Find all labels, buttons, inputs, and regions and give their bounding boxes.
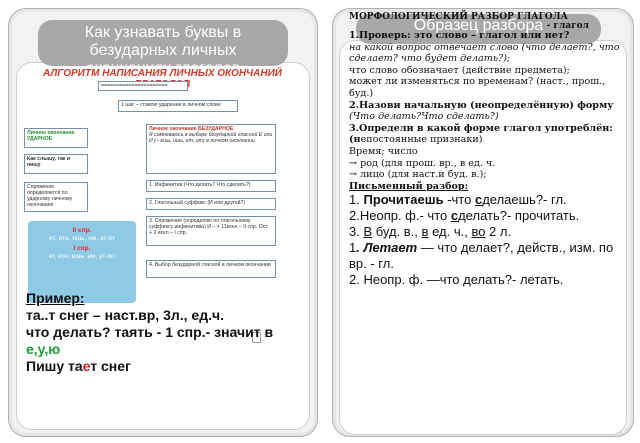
spr2-endings: ит, ите, ишь, им, ат-ят (49, 235, 115, 242)
morph-example-line1: 1. Прочитаешь -что сделаешь?- гл. (349, 192, 629, 208)
morph-e3-v1: В (363, 224, 373, 240)
morph-p2: на какой вопрос отвечает слово (что дела… (349, 41, 620, 65)
morph-e2-start: 2.Неопр. ф.- что (349, 208, 451, 224)
morph-p5: 2.Назови начальную (неопределённую) форм… (349, 99, 614, 111)
morph-e3-v3: во (471, 224, 486, 240)
example-line2-text: что делать? таять - 1 спр.- значит в (26, 324, 274, 340)
morph-e1-rest: делаешь?- гл. (482, 192, 567, 208)
morph-e1-word: Прочитаешь (363, 192, 444, 208)
diagram-step-conjugation: 3. Спряжение (определяю по глагольному с… (146, 216, 276, 246)
morph-example-line3: 3. В буд. в., в ед. ч., во 2 л. (349, 224, 629, 240)
spr2-title: II спр. (72, 227, 92, 234)
morph-p10: → лицо (для наст.и буд. в.); (349, 169, 487, 181)
morph-e3-t1: буд. в., (372, 224, 422, 240)
morph-written-heading: Письменный разбор: (349, 180, 469, 192)
morph-e3-v2: в (421, 224, 429, 240)
example-line3-start: Пишу та (26, 358, 83, 374)
morph-p6: (Что делать?Что сделать?) (349, 111, 499, 123)
left-title-banner: Как узнавать буквы в безударных личных о… (38, 20, 288, 66)
spr1-endings: ет, ете, ешь, ем, ут-ют (48, 253, 116, 260)
morph-example-line2: 2.Неопр. ф.- что сделать?- прочитать. (349, 208, 629, 224)
diagram-unstressed-box: Личное окончание БЕЗУДАРНОЕ Я сомневаюсь… (146, 124, 276, 174)
right-title-banner: Образец разбора (356, 14, 601, 44)
morph-example-line4: 1. Летает — что делает?, действ., изм. п… (349, 240, 629, 272)
example-line3-letter: е (82, 358, 91, 374)
morph-example-line5: 2. Неопр. ф. —что делать?- летать. (349, 272, 564, 288)
algorithm-diagram: АЛГОРИТМ НАПИСАНИЯ ЛИЧНЫХ ОКОНЧАНИЙ ГЛАГ… (20, 68, 305, 303)
morph-e1-q: -что (443, 192, 475, 208)
example-line2: что делать? таять - 1 спр.- значит в е,у… (26, 324, 311, 358)
text-cursor-icon: ⎕ (252, 330, 262, 347)
diagram-unstressed-body: Я сомневаюсь в выборе безударной гласной… (149, 132, 273, 144)
morph-e3-t2: ед. ч., (428, 224, 472, 240)
example-label: Пример: (26, 290, 85, 306)
morph-analysis-text: МОРФОЛОГИЧЕСКИЙ РАЗБОР ГЛАГОЛА - глагол … (349, 12, 629, 288)
morph-p3: что слово обозначает (действие предмета)… (349, 64, 570, 76)
morph-e4-num: 1 (349, 240, 357, 256)
example-line2-letters: е,у,ю (26, 341, 61, 357)
diagram-step-suffix: 2. Глагольный суффикс (И или другой?) (146, 198, 276, 210)
example-line3-end: т снег (90, 358, 131, 374)
morph-e4-rest: — что делает?, действ., изм. по вр. - гл… (349, 240, 614, 272)
morph-heading: МОРФОЛОГИЧЕСКИЙ РАЗБОР ГЛАГОЛА (349, 12, 568, 22)
diagram-step-choice: 4. Выбор безударной гласной в личном око… (146, 260, 276, 278)
diagram-top-box: ====================== (98, 81, 188, 91)
conjugation-endings-box: II спр. ит, ите, ишь, им, ат-ят I спр. е… (28, 221, 136, 303)
diagram-step1-box: 1 шаг – ставлю ударение в личном слове (118, 100, 238, 112)
morph-sub-heading: - глагол (546, 21, 589, 31)
diagram-hear-write-box: Как слышу, так и пишу (24, 154, 88, 174)
morph-p9: → род (для прош. вр., в ед. ч. (349, 157, 496, 169)
diagram-conjugation-stressed-box: Спряжение определяется по ударному лично… (24, 182, 88, 212)
morph-p4: может ли изменяться по временам? (наст.,… (349, 76, 606, 99)
example-block: Пример: та..т снег – наст.вр, 3л., ед.ч.… (26, 290, 311, 375)
right-title: Образец разбора (413, 17, 544, 34)
diagram-step-infinitive: 1. Инфинитив (Что делать? Что сделать?) (146, 180, 276, 192)
morph-p7-rest: епостоянные признаки) (360, 134, 483, 146)
morph-p1: 1.Проверь: это слово – глагол или нет? (349, 30, 570, 41)
morph-e2-rest: делать?- прочитать. (458, 208, 580, 224)
morph-e2-prefix: с (450, 208, 459, 224)
example-line3: Пишу тает снег (26, 358, 311, 375)
morph-e1-prefix: с (474, 192, 483, 208)
left-title: Как узнавать буквы в безударных личных о… (84, 24, 242, 66)
morph-p7: 3.Определи в какой форме глагол употребл… (349, 123, 629, 146)
morph-p7-bold: 3.Определи в какой форме глагол употребл… (349, 122, 613, 146)
morph-e3-num: 3. (349, 224, 364, 240)
right-content-area (339, 40, 627, 435)
morph-p8: Время; число (349, 145, 418, 157)
spr1-title: I спр. (73, 245, 91, 252)
morph-e4-word: . Летает (356, 240, 418, 256)
morph-e3-t3: 2 л. (485, 224, 512, 240)
morph-e1-num: 1. (349, 192, 364, 208)
diagram-stressed-ending-box: Личное окончание УДАРНОЕ (24, 128, 88, 148)
example-line1: та..т снег – наст.вр, 3л., ед.ч. (26, 307, 225, 323)
diagram-unstressed-title: Личное окончание БЕЗУДАРНОЕ (149, 126, 234, 132)
